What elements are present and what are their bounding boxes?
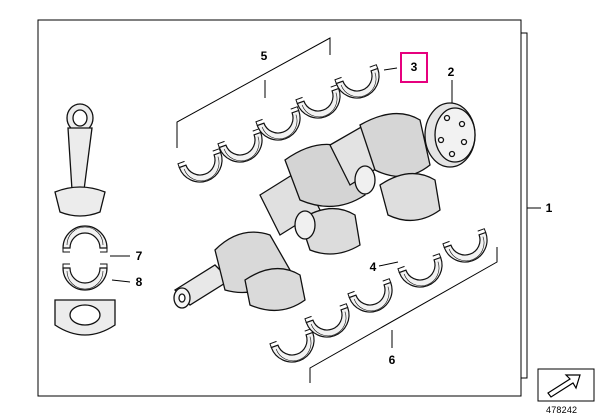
connecting-rod xyxy=(54,103,106,217)
crankshaft xyxy=(173,112,441,312)
rod-cap xyxy=(54,299,116,336)
reference-number: 478242 xyxy=(546,405,578,415)
callout-6[interactable]: 6 xyxy=(388,353,396,367)
crankshaft-flange xyxy=(424,102,476,168)
callout-1[interactable]: 1 xyxy=(545,201,553,215)
highlight-box xyxy=(400,52,428,83)
bracket-6 xyxy=(309,247,498,383)
callout-5[interactable]: 5 xyxy=(260,49,268,63)
leader-4 xyxy=(378,261,399,267)
bracket-5 xyxy=(176,37,331,148)
next-page-arrow-icon[interactable] xyxy=(547,374,581,398)
callout-8[interactable]: 8 xyxy=(135,275,143,289)
nav-box-border xyxy=(537,368,595,402)
diagram-frame xyxy=(37,19,522,397)
callout-7[interactable]: 7 xyxy=(135,249,143,263)
leader-8 xyxy=(111,279,131,283)
callout-2[interactable]: 2 xyxy=(447,65,455,79)
rod-bearing-shells xyxy=(62,225,108,291)
callout-3[interactable]: 3 xyxy=(410,60,418,74)
callout-4[interactable]: 4 xyxy=(369,260,377,274)
leader-3 xyxy=(383,67,398,71)
bracket-1 xyxy=(521,32,541,379)
